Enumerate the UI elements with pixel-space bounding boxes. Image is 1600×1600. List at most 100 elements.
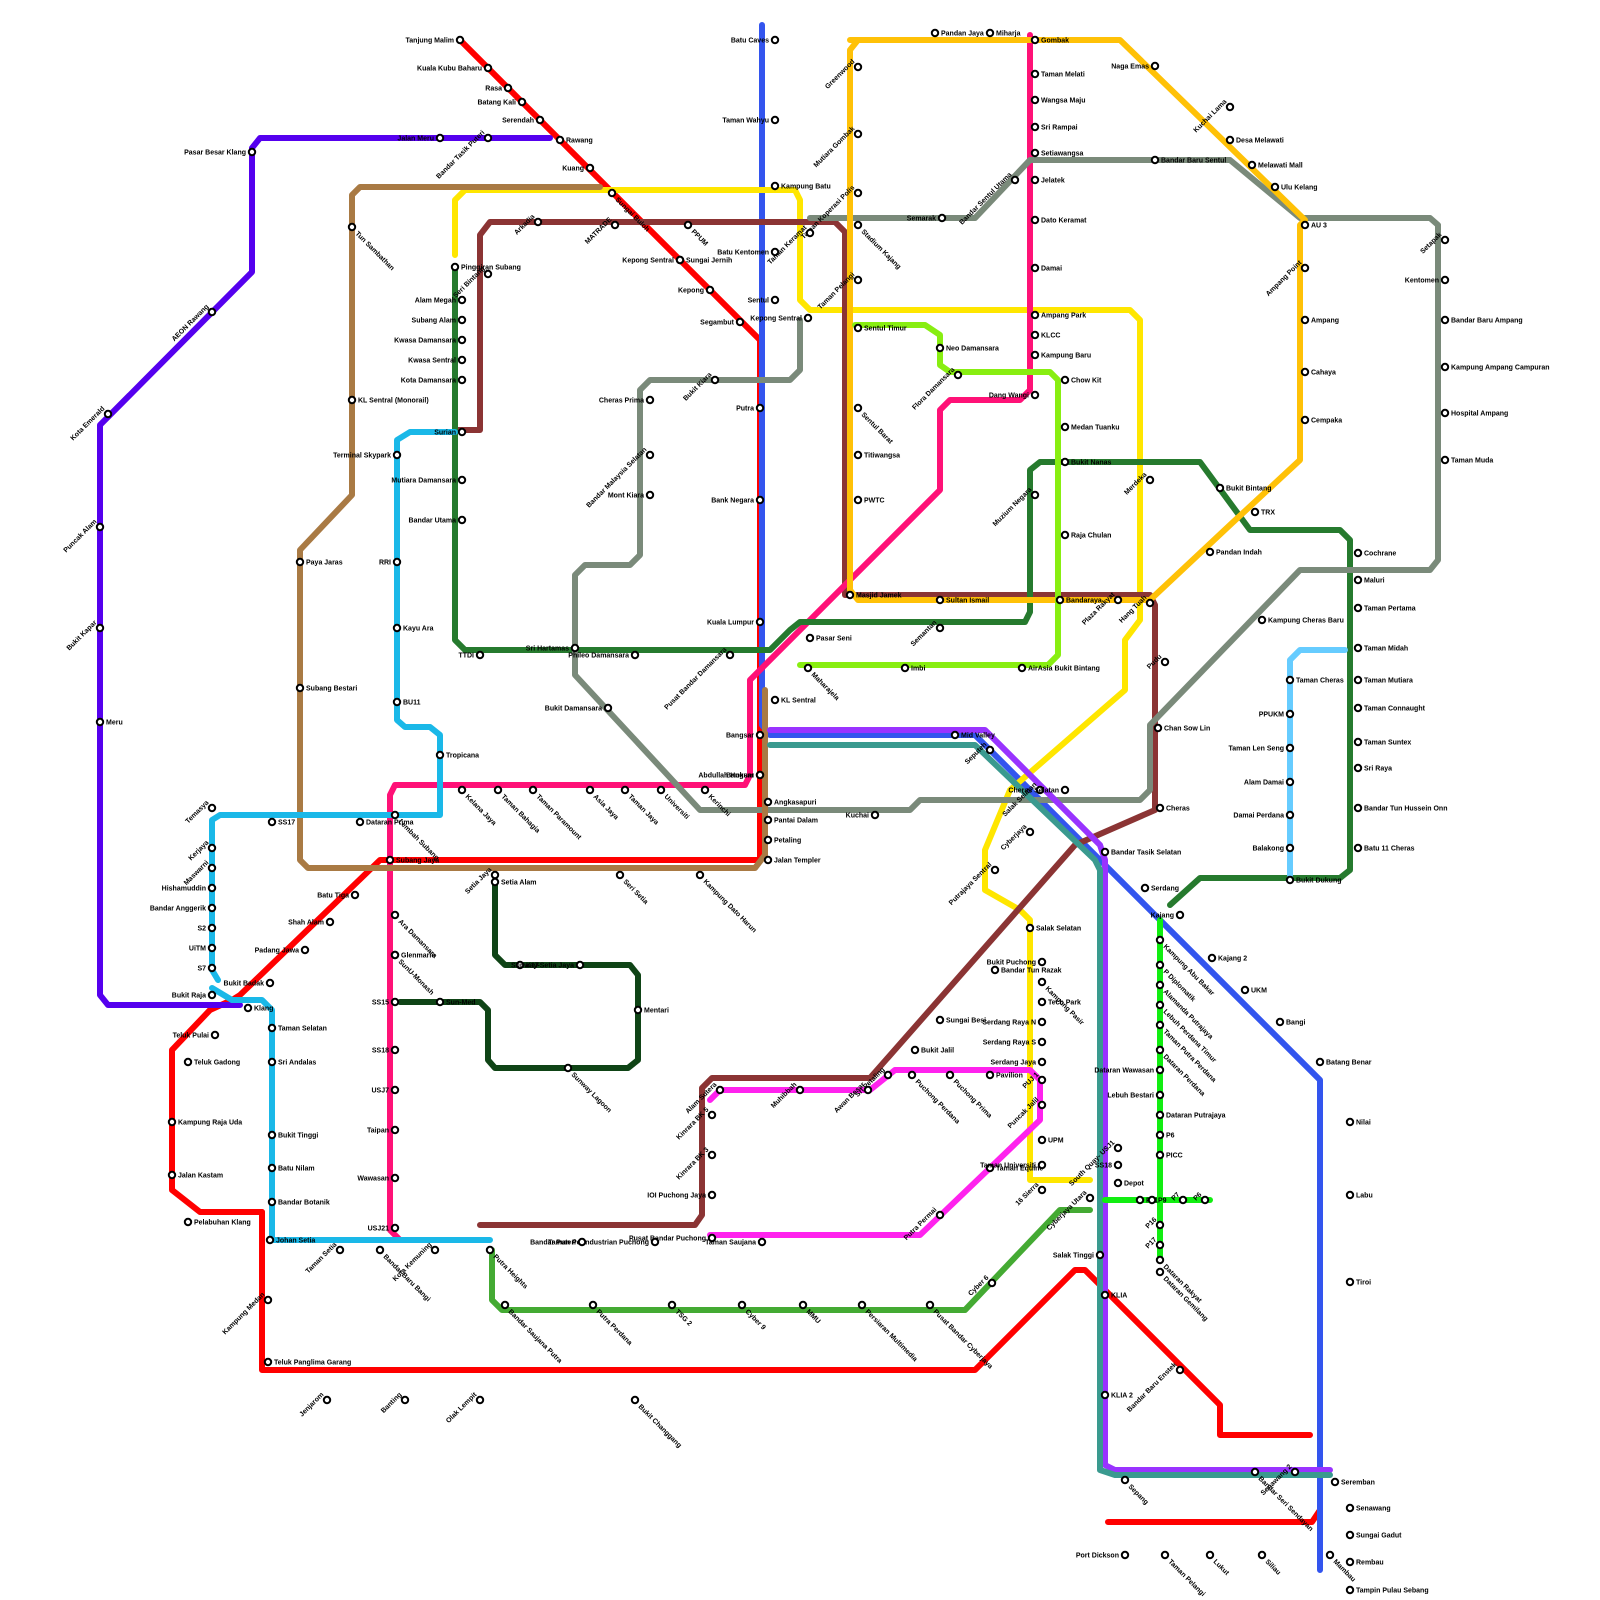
station-pavilion[interactable]: Pavilion: [987, 1072, 1023, 1080]
station-mutiara-damansara[interactable]: Mutiara Damansara: [391, 477, 465, 485]
station-s2[interactable]: S2: [197, 925, 215, 933]
station-taman-melati[interactable]: Taman Melati: [1032, 71, 1085, 79]
station-taman-pelangi[interactable]: Taman Pelangi: [1162, 1552, 1206, 1598]
station-siliau[interactable]: Siliau: [1259, 1552, 1282, 1577]
station-teluk-pulai[interactable]: Teluk Pulai: [173, 1032, 219, 1040]
station-hishamuddin[interactable]: Hishamuddin: [162, 885, 216, 893]
station-klang[interactable]: Klang: [245, 1005, 274, 1013]
station-taman-pelangi[interactable]: Taman Pelangi: [817, 271, 861, 311]
station-kampung-baru[interactable]: Kampung Baru: [1032, 352, 1091, 360]
station-bandaraya[interactable]: Bandaraya: [1057, 597, 1102, 605]
station-putra[interactable]: Putra: [736, 405, 763, 413]
station-bangsar[interactable]: Bangsar: [726, 732, 763, 740]
station-kentomen[interactable]: Kentomen: [1405, 277, 1448, 285]
station-desa-melawati[interactable]: Desa Melawati: [1227, 137, 1284, 145]
station-taman-selatan[interactable]: Taman Selatan: [269, 1025, 327, 1033]
station-wangsa-maju[interactable]: Wangsa Maju: [1032, 97, 1086, 105]
station-raja-chulan[interactable]: Raja Chulan: [1062, 532, 1112, 540]
station-surian[interactable]: Surian: [434, 429, 465, 437]
station-kajang[interactable]: Kajang: [1151, 912, 1184, 920]
station-taman-suntex[interactable]: Taman Suntex: [1355, 739, 1412, 747]
station-chow-kit[interactable]: Chow Kit: [1062, 377, 1102, 385]
station-damai[interactable]: Damai: [1032, 265, 1062, 273]
station-taman-cheras[interactable]: Taman Cheras: [1287, 677, 1344, 685]
station-bukit-tinggi[interactable]: Bukit Tinggi: [269, 1132, 319, 1140]
station-cempaka[interactable]: Cempaka: [1302, 417, 1342, 425]
station-ampang[interactable]: Ampang: [1302, 317, 1339, 325]
station-rasa[interactable]: Rasa: [485, 85, 511, 93]
station-port-dickson[interactable]: Port Dickson: [1076, 1552, 1128, 1560]
station-stadium-kajang[interactable]: Stadium Kajang: [855, 222, 902, 271]
station-phileo-damansara[interactable]: Phileo Damansara: [568, 652, 638, 660]
station-taman-keramat[interactable]: Taman Keramat: [767, 224, 814, 266]
station-mont-kiara[interactable]: Mont Kiara: [608, 492, 653, 500]
station-titiwangsa[interactable]: Titiwangsa: [855, 452, 900, 460]
station-ioi-puchong-jaya[interactable]: IOI Puchong Jaya: [647, 1192, 715, 1200]
station-dataran-putrajaya[interactable]: Dataran Putrajaya: [1157, 1112, 1226, 1120]
station-rembau[interactable]: Rembau: [1347, 1559, 1384, 1567]
station-greenwood[interactable]: Greenwood: [824, 58, 861, 90]
station-semarak[interactable]: Semarak: [907, 215, 945, 223]
station-kuang[interactable]: Kuang: [562, 165, 593, 173]
station-chan-sow-lin[interactable]: Chan Sow Lin: [1155, 725, 1210, 733]
station-kampung-ampang-campuran[interactable]: Kampung Ampang Campuran: [1442, 364, 1550, 372]
station-dataran-prima[interactable]: Dataran Prima: [357, 819, 414, 827]
station-masjid-jamek[interactable]: Masjid Jamek: [847, 592, 902, 600]
station-bukit-badak[interactable]: Bukit Badak: [224, 980, 274, 988]
station-mutiara-gombak[interactable]: Mutiara Gombak: [813, 125, 862, 169]
station-trx[interactable]: TRX: [1252, 509, 1276, 517]
station-kuchai[interactable]: Kuchai: [846, 812, 879, 820]
station-putra-permai[interactable]: Putra Permai: [903, 1206, 943, 1242]
station-upm[interactable]: UPM: [1039, 1137, 1064, 1145]
station-mambau[interactable]: Mambau: [1327, 1552, 1357, 1584]
station-s7[interactable]: S7: [197, 965, 215, 973]
station-paya-jaras[interactable]: Paya Jaras: [297, 559, 343, 567]
station-melawati-mall[interactable]: Melawati Mall: [1249, 162, 1303, 170]
station-taman-len-seng[interactable]: Taman Len Seng: [1229, 745, 1294, 753]
station-ttdi[interactable]: TTDI: [458, 652, 483, 660]
station-padang-jawa[interactable]: Padang Jawa: [255, 947, 309, 955]
station-cochrane[interactable]: Cochrane: [1355, 550, 1397, 558]
station-dato-keramat[interactable]: Dato Keramat: [1032, 217, 1087, 225]
station-bandar-tasik-selatan[interactable]: Bandar Tasik Selatan: [1102, 849, 1181, 857]
station-cheras[interactable]: Cheras: [1157, 805, 1190, 813]
station-batu-kentomen[interactable]: Batu Kentomen: [717, 249, 778, 257]
station-sunway-setia-jaya[interactable]: Sunway-Setia Jaya: [511, 962, 583, 970]
station-flora-damansara[interactable]: Flora Damansara: [911, 366, 961, 411]
station-taman-wahyu[interactable]: Taman Wahyu: [722, 117, 778, 125]
station-bukit-raja[interactable]: Bukit Raja: [172, 992, 215, 1000]
station-ss17[interactable]: SS17: [269, 819, 295, 827]
station-bandar-baru-sentul[interactable]: Bandar Baru Sentul: [1152, 157, 1227, 165]
station-ukm[interactable]: UKM: [1242, 987, 1267, 995]
station-senawang[interactable]: Senawang: [1347, 1505, 1391, 1513]
station-tropicana[interactable]: Tropicana: [437, 752, 479, 760]
station-pasar-seni[interactable]: Pasar Seni: [807, 635, 852, 643]
station-sungai-gadut[interactable]: Sungai Gadut: [1347, 1532, 1402, 1540]
station-angkasapuri[interactable]: Angkasapuri: [765, 799, 817, 807]
station-taman-jaya[interactable]: Taman Jaya: [622, 787, 660, 827]
station-segambut[interactable]: Segambut: [700, 319, 743, 327]
station-pusat-bandar-damansara[interactable]: Pusat Bandar Damansara: [663, 646, 733, 711]
station-batu-tiga[interactable]: Batu Tiga: [317, 892, 358, 900]
station-serendah[interactable]: Serendah: [502, 117, 543, 125]
station-pandan-jaya[interactable]: Pandan Jaya: [932, 30, 984, 38]
station-gombak[interactable]: Gombak: [1032, 37, 1069, 45]
station-kwasa-damansara[interactable]: Kwasa Damansara: [394, 337, 465, 345]
station-kajang-2[interactable]: Kajang 2: [1209, 955, 1247, 963]
station-seremban[interactable]: Seremban: [1332, 1479, 1375, 1487]
station-olak-lempit[interactable]: Olak Lempit: [445, 1391, 483, 1425]
station-taman-connaught[interactable]: Taman Connaught: [1355, 705, 1426, 713]
station-sepang[interactable]: Sepang: [1122, 1477, 1150, 1507]
station-setapak[interactable]: Setapak: [1419, 231, 1448, 255]
station-bangsar[interactable]: Bangsar: [726, 772, 763, 780]
station-p9[interactable]: P9: [1149, 1197, 1167, 1205]
station-bandar-anggerik[interactable]: Bandar Anggerik: [150, 905, 215, 913]
station-salak-tinggi[interactable]: Salak Tinggi: [1053, 1252, 1103, 1260]
station-jalan-templer[interactable]: Jalan Templer: [765, 857, 821, 865]
station-labu[interactable]: Labu: [1347, 1192, 1373, 1200]
station-taman-midah[interactable]: Taman Midah: [1355, 645, 1408, 653]
station-terminal-skypark[interactable]: Terminal Skypark: [333, 452, 400, 460]
station-cheras-selatan[interactable]: Cheras Selatan: [1008, 787, 1068, 795]
station-pelabuhan-klang[interactable]: Pelabuhan Klang: [185, 1219, 251, 1227]
station-dataran-gemilang[interactable]: Dataran Gemilang: [1157, 1269, 1209, 1323]
